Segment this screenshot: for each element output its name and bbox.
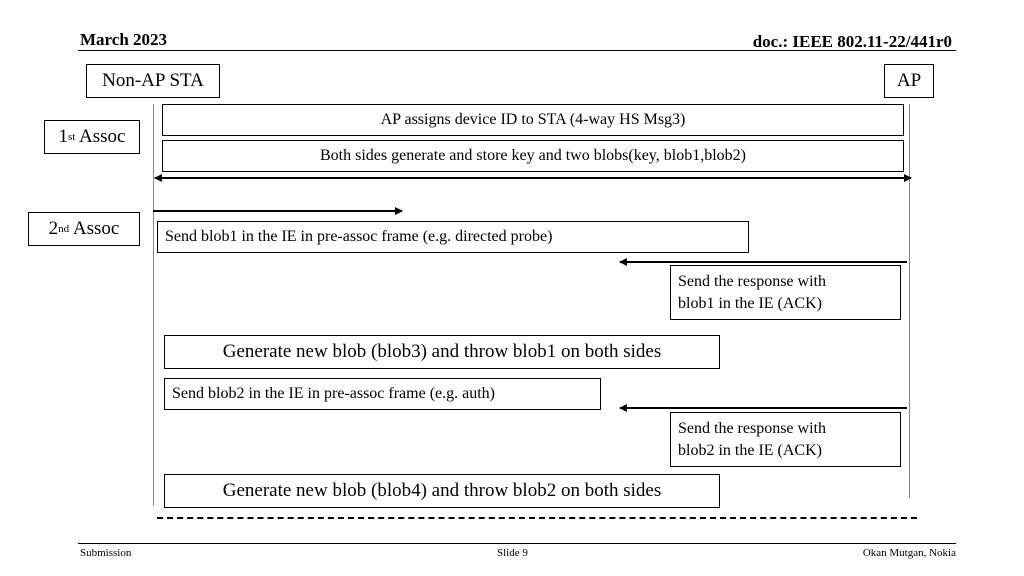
header-doc-id: doc.: IEEE 802.11-22/441r0 [752, 32, 952, 51]
footer-divider [78, 543, 956, 544]
step-generate-store: Both sides generate and store key and tw… [162, 140, 904, 172]
step-response-blob1-line1: Send the response with [678, 272, 826, 290]
step-response-blob2-line2: blob2 in the IE (ACK) [678, 441, 822, 459]
footer-author: Okan Mutgan, Nokia [862, 547, 956, 559]
step-generate-blob4: Generate new blob (blob4) and throw blob… [164, 474, 720, 508]
step-send-blob1-text: Send blob1 in the IE in pre-assoc frame … [165, 228, 553, 245]
step-send-blob2-text: Send blob2 in the IE in pre-assoc frame … [172, 385, 496, 402]
step-generate-blob3: Generate new blob (blob3) and throw blob… [164, 335, 720, 369]
phase-first-ordinal: 1 [58, 126, 69, 147]
step-response-blob1-line2: blob1 in the IE (ACK) [678, 294, 822, 312]
phase-first-suffix: st [68, 131, 76, 143]
lifeline-ap [909, 104, 910, 498]
header-divider [78, 50, 956, 51]
phase-second-label: Assoc [69, 218, 120, 239]
lifeline-non-ap-sta [153, 104, 154, 506]
phase-second-ordinal: 2 [48, 218, 59, 239]
step-response-blob2-line1: Send the response with [678, 419, 826, 437]
step-assign-device-id-text: AP assigns device ID to STA (4-way HS Ms… [380, 111, 686, 128]
step-response-blob2: Send the response with blob2 in the IE (… [670, 412, 901, 467]
footer-slide-number: Slide 9 [497, 547, 528, 559]
footer-submission: Submission [80, 547, 132, 559]
phase-first-label: Assoc [75, 126, 126, 147]
step-generate-store-text: Both sides generate and store key and tw… [320, 147, 746, 164]
step-assign-device-id: AP assigns device ID to STA (4-way HS Ms… [162, 104, 904, 136]
step-send-blob2: Send blob2 in the IE in pre-assoc frame … [164, 378, 601, 410]
header-date: March 2023 [80, 30, 168, 49]
step-response-blob1: Send the response with blob1 in the IE (… [670, 265, 901, 320]
dashed-separator [157, 517, 917, 519]
step-generate-blob4-text: Generate new blob (blob4) and throw blob… [222, 480, 662, 501]
actor-ap-label: AP [896, 70, 922, 91]
phase-second-suffix: nd [58, 223, 70, 235]
actor-ap: AP [884, 64, 934, 98]
step-send-blob1: Send blob1 in the IE in pre-assoc frame … [157, 221, 749, 253]
actor-non-ap-sta: Non-AP STA [86, 64, 220, 98]
step-generate-blob3-text: Generate new blob (blob3) and throw blob… [222, 341, 662, 362]
actor-non-ap-sta-label: Non-AP STA [102, 70, 204, 91]
